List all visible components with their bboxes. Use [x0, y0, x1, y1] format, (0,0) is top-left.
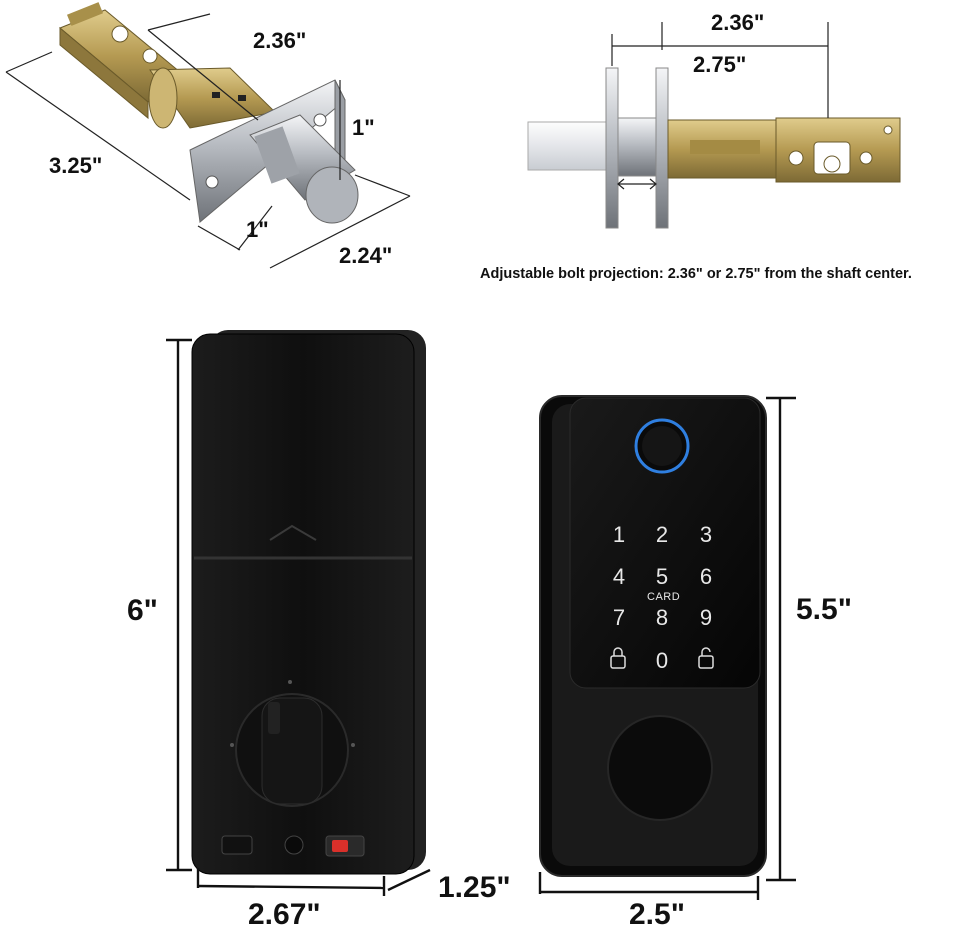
keypad-key-9[interactable]: 9 [699, 605, 713, 630]
exterior-unit [539, 395, 767, 877]
latch-length-label: 2.36" [253, 28, 307, 53]
keypad-key-5[interactable]: 5 [655, 564, 669, 589]
keypad-key-2[interactable]: 2 [655, 522, 669, 547]
bolt-long-label: 2.75" [693, 52, 747, 77]
keypad-key-7[interactable]: 7 [612, 605, 626, 630]
interior-height-label: 6" [127, 594, 158, 627]
latch-side-view [527, 67, 901, 229]
bolt-short-label: 2.36" [711, 10, 765, 35]
latch-iso-dimension-lines [5, 13, 411, 269]
latch-face-length-label: 2.24" [339, 243, 393, 268]
unit-dimension-lines [166, 338, 796, 900]
bolt-projection-caption: Adjustable bolt projection: 2.36" or 2.7… [480, 266, 912, 282]
latch-plate-height-label: 1" [352, 115, 375, 140]
latch-isometric [59, 2, 359, 224]
exterior-height-label: 5.5" [796, 593, 852, 626]
latch-plate-width-label: 1" [246, 217, 269, 242]
card-label: CARD [647, 591, 681, 603]
latch-backset-label: 3.25" [49, 153, 103, 178]
keypad-key-8[interactable]: 8 [655, 605, 669, 630]
interior-width-label: 2.67" [248, 898, 321, 931]
keypad-key-4[interactable]: 4 [612, 564, 626, 589]
interior-unit [191, 330, 426, 875]
keypad-key-6[interactable]: 6 [699, 564, 713, 589]
latch-side-dimension-lines [611, 22, 829, 190]
interior-depth-label: 1.25" [438, 871, 511, 904]
exterior-width-label: 2.5" [629, 898, 685, 931]
keypad-key-0[interactable]: 0 [655, 648, 669, 673]
keypad-key-3[interactable]: 3 [699, 522, 713, 547]
keypad-key-1[interactable]: 1 [612, 522, 626, 547]
